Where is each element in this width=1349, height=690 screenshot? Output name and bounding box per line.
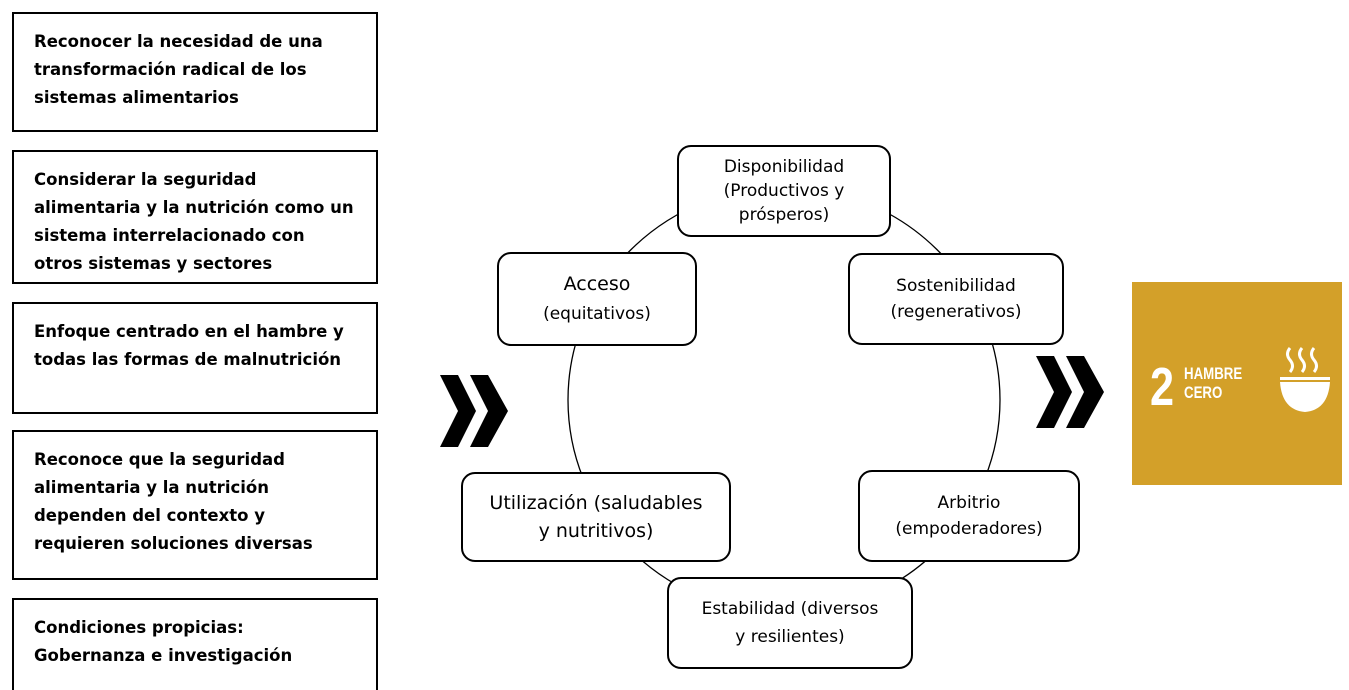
node-utilizacion-subtitle: y nutritivos) xyxy=(538,520,654,542)
node-acceso-subtitle: (equitativos) xyxy=(543,304,651,324)
node-estabilidad-subtitle: y resilientes) xyxy=(735,627,845,647)
node-acceso: Acceso (equitativos) xyxy=(497,252,697,346)
principle-box-5: Condiciones propicias: Gobernanza e inve… xyxy=(12,598,378,690)
sdg-number: 2 xyxy=(1150,357,1175,417)
node-utilizacion: Utilización (saludables y nutritivos) xyxy=(461,472,731,562)
double-chevron-right-icon xyxy=(440,375,508,447)
node-estabilidad-title: Estabilidad (diversos xyxy=(701,599,879,619)
sdg-2-tile: 2 HAMBRE CERO xyxy=(1132,282,1342,485)
node-arbitrio: Arbitrio (empoderadores) xyxy=(858,470,1080,562)
principle-box-4: Reconoce que la seguridad alimentaria y … xyxy=(12,430,378,580)
principle-box-2: Considerar la seguridad alimentaria y la… xyxy=(12,150,378,284)
node-sostenibilidad-subtitle: (regenerativos) xyxy=(890,302,1022,322)
principle-box-3: Enfoque centrado en el hambre y todas la… xyxy=(12,302,378,414)
sdg-title: HAMBRE CERO xyxy=(1184,364,1243,402)
node-disponibilidad-line2: (Productivos y xyxy=(723,181,845,201)
node-disponibilidad-line3: prósperos) xyxy=(738,205,830,225)
node-sostenibilidad-title: Sostenibilidad xyxy=(896,276,1016,296)
node-acceso-title: Acceso xyxy=(563,273,631,295)
node-disponibilidad: Disponibilidad (Productivos y prósperos) xyxy=(677,145,891,237)
node-estabilidad: Estabilidad (diversos y resilientes) xyxy=(667,577,913,669)
node-sostenibilidad: Sostenibilidad (regenerativos) xyxy=(848,253,1064,345)
node-disponibilidad-title: Disponibilidad xyxy=(723,157,845,177)
node-arbitrio-title: Arbitrio xyxy=(937,493,1001,513)
double-chevron-right-icon xyxy=(1036,356,1104,428)
principle-box-1: Reconocer la necesidad de una transforma… xyxy=(12,12,378,132)
node-arbitrio-subtitle: (empoderadores) xyxy=(895,519,1043,539)
food-bowl-icon xyxy=(1280,347,1330,412)
node-utilizacion-title: Utilización (saludables xyxy=(489,492,703,514)
